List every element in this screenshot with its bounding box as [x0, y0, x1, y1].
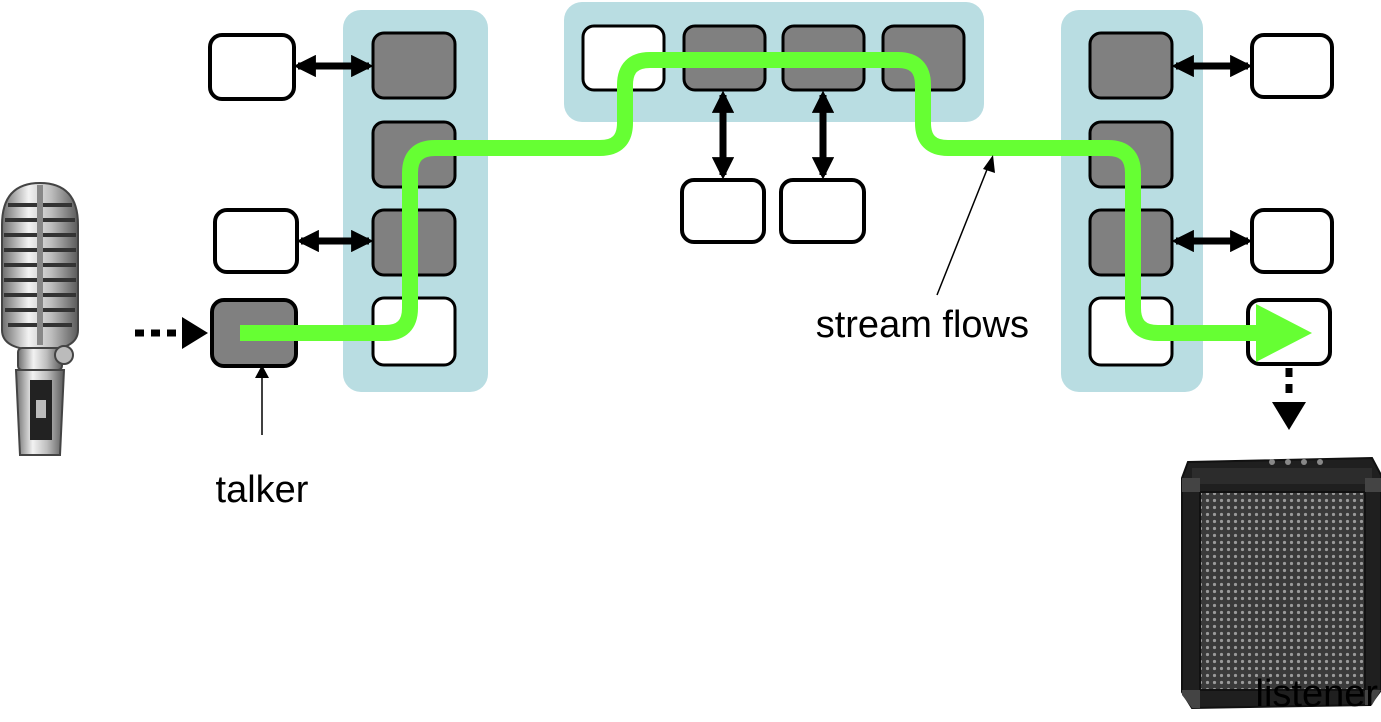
talker-pointer: [255, 365, 269, 435]
station-box-left-top: [208, 33, 296, 101]
station-box-right-top: [1250, 33, 1334, 99]
microphone-icon: [1, 181, 79, 456]
station-box-middle-2: [779, 178, 866, 244]
station-box-left-mid: [213, 208, 299, 274]
listener-label: listener: [1256, 673, 1379, 715]
stream-flows-label: stream flows: [816, 304, 1029, 346]
talker-label: talker: [216, 469, 309, 511]
station-box-middle-1: [680, 178, 766, 244]
source-dotted-arrow: [135, 317, 208, 349]
stream-flows-pointer: [936, 155, 995, 296]
switch-left-port-1: [371, 31, 457, 100]
speaker-amplifier-icon: [1181, 456, 1381, 710]
stream-path: [240, 52, 1260, 341]
station-box-right-mid: [1250, 208, 1334, 274]
sink-dotted-arrow: [1272, 368, 1306, 430]
switch-right-port-1: [1088, 31, 1174, 100]
stream-arrowhead: [1256, 304, 1312, 362]
